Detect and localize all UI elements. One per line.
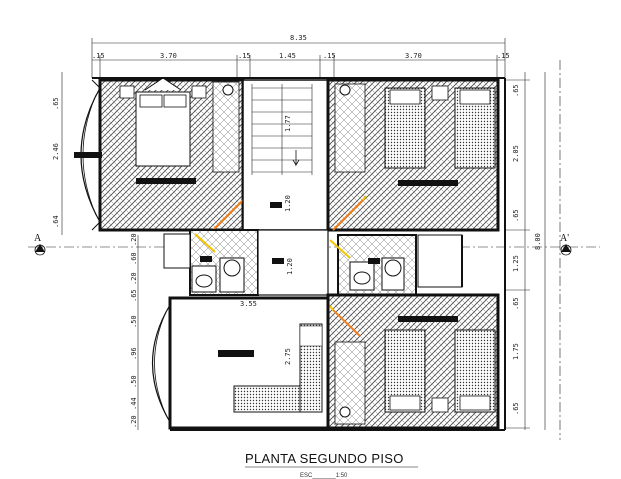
living-room: 3.55 2.75 — [151, 296, 330, 430]
dim-left-lower-6: .96 — [130, 347, 138, 360]
dim-left-lower-1: .20 — [130, 233, 138, 246]
dim-top-seg-4: 1.45 — [279, 52, 296, 60]
stairwell: 1.77 1.20 — [242, 79, 329, 231]
section-label-left: A — [34, 233, 42, 244]
dim-right-mid: 1.25 — [512, 255, 520, 272]
dim-living-depth: 2.75 — [284, 348, 292, 365]
drawing-scale: ESC_______1:50 — [300, 473, 348, 479]
dim-left-upper-3: .64 — [52, 215, 60, 228]
bathroom-left — [163, 229, 259, 296]
dim-right-lower-1: .65 — [512, 297, 520, 310]
dim-right-lower-3: .65 — [512, 402, 520, 415]
section-marker-left: A — [34, 233, 46, 256]
dim-top-seg-2: 3.70 — [160, 52, 177, 60]
dim-right-total: 8.00 — [534, 233, 542, 250]
section-marker-right: A' — [560, 233, 572, 256]
section-label-right: A' — [560, 233, 569, 244]
top-dimension-lines — [91, 38, 506, 78]
dim-stair: 1.77 — [284, 115, 292, 132]
dim-right-upper-2: 2.05 — [512, 145, 520, 162]
dim-left-lower-9: .20 — [130, 415, 138, 428]
dim-left-upper-1: .65 — [52, 97, 60, 110]
dim-hall-width: 1.20 — [284, 195, 292, 212]
bedroom-2 — [326, 78, 500, 232]
dim-top-seg-6: 3.70 — [405, 52, 422, 60]
dim-top-seg-5: .15 — [323, 52, 336, 60]
dim-left-lower-3: .20 — [130, 272, 138, 285]
left-dimension-lines — [61, 72, 139, 430]
dim-left-upper-2: 2.46 — [52, 143, 60, 160]
bathroom-right — [329, 234, 463, 296]
bedroom-master — [74, 77, 247, 232]
dim-living-width: 3.55 — [240, 300, 257, 308]
dim-right-upper-1: .65 — [512, 84, 520, 97]
right-dimension-lines — [505, 72, 546, 430]
dim-right-lower-2: 1.75 — [512, 343, 520, 360]
dim-hall-mid: 1.20 — [286, 258, 294, 275]
dim-left-lower-2: .60 — [130, 252, 138, 265]
dim-left-lower-7: .50 — [130, 375, 138, 388]
dim-left-lower-8: .44 — [130, 397, 138, 410]
dim-top-seg-7: .15 — [497, 52, 510, 60]
dim-left-lower-5: .50 — [130, 315, 138, 328]
dim-right-upper-3: .65 — [512, 209, 520, 222]
bedroom-3 — [326, 293, 500, 430]
dim-top-seg-1: .15 — [92, 52, 105, 60]
outer-walls — [92, 77, 506, 431]
hall-mid: 1.20 — [257, 229, 329, 296]
dim-top-seg-3: .15 — [238, 52, 251, 60]
dim-left-lower-4: .65 — [130, 289, 138, 302]
dim-total-width: 8.35 — [290, 34, 307, 42]
drawing-title: PLANTA SEGUNDO PISO — [245, 451, 404, 466]
